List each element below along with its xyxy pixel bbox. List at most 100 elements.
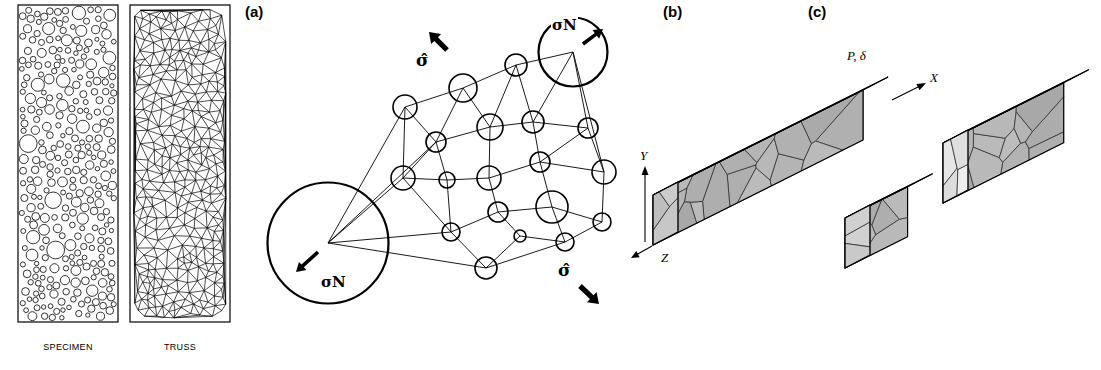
aggregate-circle	[85, 297, 91, 303]
aggregate-circle	[20, 89, 25, 94]
aggregate-circle	[42, 122, 51, 131]
aggregate-circle	[21, 229, 26, 234]
aggregate-circle	[62, 205, 68, 211]
contact-line	[552, 207, 602, 222]
aggregate-circle	[53, 282, 60, 289]
aggregate-circle	[56, 36, 61, 41]
truss-outline	[130, 5, 230, 322]
aggregate-circle	[61, 308, 65, 312]
aggregate-circle	[26, 230, 39, 243]
aggregate-circle	[98, 214, 105, 221]
aggregate-circle	[101, 47, 106, 52]
aggregate-circle	[102, 185, 107, 190]
aggregate-circle	[27, 15, 34, 22]
aggregate-circle	[83, 100, 88, 105]
aggregate-circle	[98, 279, 107, 288]
aggregate-circle	[48, 304, 53, 309]
aggregate-circle	[95, 7, 101, 13]
aggregate-circle	[38, 39, 44, 45]
aggregate-circle	[76, 190, 83, 197]
specimen-drawing	[18, 5, 118, 322]
particle-circle	[475, 257, 497, 279]
aggregate-circle	[23, 270, 31, 278]
aggregate-circle	[83, 18, 89, 24]
aggregate-circle	[98, 151, 106, 159]
particle-circle	[556, 233, 574, 251]
aggregate-circle	[95, 191, 101, 197]
aggregate-circle	[39, 293, 45, 299]
aggregate-circle	[109, 138, 115, 144]
aggregate-circle	[94, 109, 100, 115]
aggregate-circle	[44, 74, 54, 84]
contact-line	[573, 52, 604, 172]
top-face	[653, 77, 888, 195]
aggregate-circle	[80, 226, 85, 231]
aggregate-circle	[27, 297, 32, 302]
aggregate-circle	[28, 280, 33, 285]
aggregate-circle	[93, 268, 100, 275]
aggregate-circle	[94, 49, 99, 54]
particle-circle	[593, 213, 611, 231]
particle-circle	[426, 132, 446, 152]
aggregate-circle	[90, 207, 98, 215]
aggregate-circle	[87, 285, 98, 296]
aggregate-circle	[20, 107, 25, 112]
panel-letter: (b)	[663, 3, 682, 21]
grain-cell	[845, 243, 870, 268]
aggregate-circle	[65, 144, 71, 150]
aggregate-circle	[31, 78, 44, 91]
aggregate-circle	[24, 47, 31, 54]
contact-line	[451, 232, 486, 268]
axis-label: Z	[660, 250, 669, 266]
aggregate-circle	[26, 249, 38, 261]
aggregate-circle	[65, 151, 72, 158]
aggregate-circle	[100, 41, 105, 46]
aggregate-circle	[45, 105, 55, 115]
aggregate-circle	[40, 161, 46, 167]
aggregate-circle	[54, 308, 60, 314]
aggregate-circle	[62, 160, 68, 166]
aggregate-circle	[81, 54, 86, 59]
aggregate-circle	[103, 208, 109, 214]
grain-cell	[756, 138, 778, 180]
particle-circle	[477, 166, 501, 190]
aggregate-circle	[69, 254, 74, 259]
aggregate-circle	[20, 301, 25, 306]
aggregate-circle	[54, 8, 61, 15]
circle-shape	[268, 183, 389, 304]
aggregate-circle	[88, 7, 94, 13]
aggregate-circle	[47, 241, 65, 259]
aggregate-circle	[93, 77, 101, 85]
aggregate-circle	[22, 246, 27, 251]
aggregate-circle	[86, 114, 92, 120]
aggregate-circle	[96, 312, 104, 320]
aggregate-circle	[72, 135, 79, 142]
aggregate-circle	[31, 166, 39, 174]
aggregate-circle	[47, 132, 54, 139]
aggregate-circle	[105, 238, 112, 245]
end-face	[653, 182, 678, 245]
aggregate-circle	[47, 95, 53, 101]
aggregate-circle	[57, 93, 63, 99]
aggregate-circle	[111, 90, 117, 96]
aggregate-circle	[100, 160, 107, 167]
aggregate-circle	[106, 307, 114, 315]
aggregate-circle	[80, 177, 87, 184]
panel-caption: SPECIMEN	[43, 342, 92, 353]
axis-line	[636, 246, 652, 255]
aggregate-circle	[20, 262, 25, 267]
contact-line	[328, 107, 405, 243]
aggregate-circle	[76, 310, 82, 316]
aggregate-circle	[35, 280, 41, 286]
aggregate-circle	[54, 62, 60, 68]
aggregate-circle	[107, 248, 114, 255]
aggregate-circle	[63, 288, 70, 295]
aggregate-circle	[85, 234, 94, 243]
aggregate-circle	[87, 197, 93, 203]
aggregate-circle	[48, 179, 56, 187]
contact-line	[403, 107, 405, 178]
aggregate-circle	[86, 313, 90, 317]
particle-network	[296, 29, 616, 304]
aggregate-circle	[33, 291, 38, 296]
aggregate-circle	[66, 128, 73, 135]
